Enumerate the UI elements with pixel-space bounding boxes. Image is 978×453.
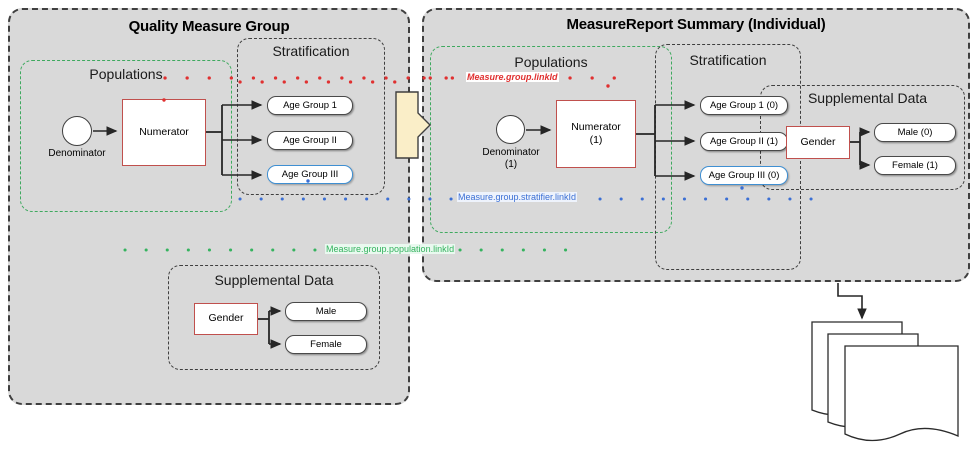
left-supplemental-title: Supplemental Data (214, 272, 334, 288)
right-strat-item-3[interactable]: Age Group III (0) (700, 166, 788, 185)
right-gender-label: Gender (800, 135, 836, 148)
left-supp-item-male-label: Male (315, 306, 337, 317)
population-linkid-label: Measure.group.linkId (466, 72, 559, 82)
right-supp-item-male-label: Male (0) (897, 127, 933, 138)
group-population-linkid-label: Measure.group.population.linkId (325, 244, 456, 254)
left-strat-item-2-label: Age Group II (283, 135, 337, 146)
left-strat-item-3-label: Age Group III (281, 169, 339, 180)
right-strat-item-3-label: Age Group III (0) (708, 170, 780, 181)
left-strat-item-1-label: Age Group 1 (283, 100, 337, 111)
right-denominator-name: Denominator (482, 147, 540, 158)
left-stratification-group (237, 38, 385, 195)
right-numerator-count: (1) (589, 134, 603, 146)
measurereport-summary-panel: MeasureReport Summary (Individual) (422, 8, 970, 282)
left-strat-item-1[interactable]: Age Group 1 (267, 96, 353, 115)
left-supp-item-female-label: Female (310, 339, 342, 350)
right-stratification-title: Stratification (689, 52, 767, 68)
right-supp-item-male[interactable]: Male (0) (874, 123, 956, 142)
left-gender-label: Gender (208, 312, 244, 325)
left-strat-item-2[interactable]: Age Group II (267, 131, 353, 150)
left-denominator-label: Denominator (48, 148, 106, 159)
left-numerator-label: Numerator (139, 125, 189, 138)
right-supp-item-female-label: Female (1) (892, 160, 938, 171)
left-gender-box: Gender (194, 303, 258, 335)
right-numerator-box: Numerator (1) (556, 100, 636, 168)
right-panel-title: MeasureReport Summary (Individual) (566, 16, 826, 33)
right-strat-item-2[interactable]: Age Group II (1) (700, 132, 788, 151)
right-denominator-label: Denominator (1) (471, 147, 551, 171)
left-numerator-box: Numerator (122, 99, 206, 166)
left-populations-group (20, 60, 232, 212)
right-numerator-label: Numerator (571, 120, 621, 133)
left-supp-item-male[interactable]: Male (285, 302, 367, 321)
left-supplemental-group (168, 265, 380, 370)
left-strat-item-3[interactable]: Age Group III (267, 165, 353, 184)
right-denominator-count: (1) (504, 159, 518, 170)
right-strat-item-2-label: Age Group II (1) (709, 136, 779, 147)
left-supp-item-female[interactable]: Female (285, 335, 367, 354)
resources-label: Resources (855, 381, 932, 398)
quality-measure-group-panel: Quality Measure Group (8, 8, 410, 405)
right-supp-item-female[interactable]: Female (1) (874, 156, 956, 175)
right-gender-box: Gender (786, 126, 850, 159)
right-strat-item-1-label: Age Group 1 (0) (709, 100, 779, 111)
right-populations-title: Populations (514, 54, 588, 70)
right-strat-item-1[interactable]: Age Group 1 (0) (700, 96, 788, 115)
right-supplemental-title: Supplemental Data (807, 90, 928, 106)
right-denominator-circle (496, 115, 525, 144)
left-denominator-circle (62, 116, 92, 146)
left-populations-title: Populations (89, 66, 163, 82)
stratifier-linkid-label: Measure.group.stratifier.linkId (457, 192, 578, 202)
left-stratification-title: Stratification (272, 43, 350, 59)
left-panel-title: Quality Measure Group (128, 18, 290, 35)
